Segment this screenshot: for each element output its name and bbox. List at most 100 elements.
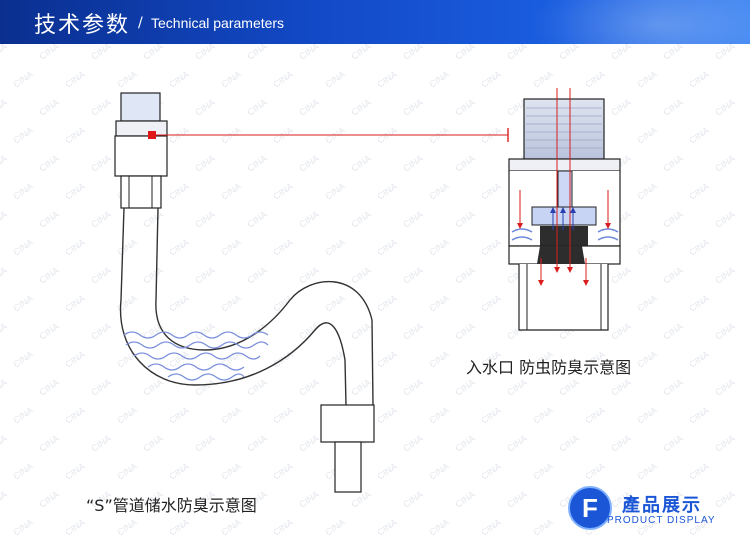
watermark-text: CINA — [89, 44, 112, 62]
watermark-text: CINA — [167, 349, 190, 370]
watermark-text: CINA — [713, 44, 736, 62]
watermark-text: CINA — [401, 265, 424, 286]
watermark-text: CINA — [427, 181, 450, 202]
watermark-text: CINA — [401, 489, 424, 510]
watermark-text: CINA — [193, 433, 216, 454]
watermark-text: CINA — [635, 461, 658, 482]
product-display-badge: F — [568, 486, 612, 530]
pipe-outlet-sleeve — [320, 404, 375, 443]
watermark-text: CINA — [219, 69, 242, 90]
watermark-text: CINA — [271, 461, 294, 482]
watermark-text: CINA — [713, 97, 736, 118]
watermark-text: CINA — [89, 153, 112, 174]
watermark-text: CINA — [271, 69, 294, 90]
tube-outer-line — [119, 207, 347, 406]
watermark-text: CINA — [63, 461, 86, 482]
watermark-text: CINA — [193, 377, 216, 398]
watermark-text: CINA — [193, 153, 216, 174]
watermark-text: CINA — [115, 237, 138, 258]
watermark-text: CINA — [375, 517, 398, 538]
watermark-text: CINA — [531, 69, 554, 90]
watermark-text: CINA — [11, 293, 34, 314]
valve-disc — [531, 206, 597, 226]
watermark-text: CINA — [89, 97, 112, 118]
watermark-text: CINA — [219, 237, 242, 258]
watermark-text: CINA — [583, 461, 606, 482]
watermark-text: CINA — [479, 237, 502, 258]
watermark-text: CINA — [427, 293, 450, 314]
pipe-coupling — [115, 120, 168, 137]
watermark-text: CINA — [141, 265, 164, 286]
watermark-text: CINA — [89, 377, 112, 398]
watermark-text: CINA — [115, 461, 138, 482]
watermark-text: CINA — [63, 181, 86, 202]
watermark-text: CINA — [401, 433, 424, 454]
watermark-text: CINA — [479, 69, 502, 90]
inlet-top-housing — [523, 98, 605, 160]
watermark-text: CINA — [11, 461, 34, 482]
watermark-text: CINA — [0, 209, 9, 230]
product-display-title-en: PRODUCT DISPLAY — [607, 515, 716, 526]
watermark-text: CINA — [583, 405, 606, 426]
watermark-text: CINA — [37, 153, 60, 174]
watermark-text: CINA — [37, 489, 60, 510]
inlet-cross-section — [508, 88, 621, 331]
watermark-text: CINA — [193, 44, 216, 62]
watermark-text: CINA — [11, 125, 34, 146]
watermark-text: CINA — [63, 349, 86, 370]
watermark-text: CINA — [63, 69, 86, 90]
watermark-text: CINA — [219, 181, 242, 202]
watermark-text: CINA — [661, 209, 684, 230]
watermark-text: CINA — [323, 69, 346, 90]
watermark-text: CINA — [661, 377, 684, 398]
watermark-text: CINA — [63, 405, 86, 426]
watermark-text: CINA — [635, 293, 658, 314]
watermark-text: CINA — [453, 44, 476, 62]
watermark-text: CINA — [0, 265, 9, 286]
watermark-text: CINA — [401, 377, 424, 398]
header-shine — [530, 0, 750, 44]
watermark-text: CINA — [37, 209, 60, 230]
watermark-text: CINA — [505, 489, 528, 510]
watermark-text: CINA — [687, 125, 710, 146]
watermark-text: CINA — [11, 69, 34, 90]
watermark-text: CINA — [375, 349, 398, 370]
watermark-text: CINA — [453, 433, 476, 454]
watermark-text: CINA — [453, 209, 476, 230]
pipe-top-cap — [120, 92, 161, 122]
watermark-text: CINA — [557, 44, 580, 62]
header-bar: 技术参数 / Technical parameters — [0, 0, 750, 44]
watermark-text: CINA — [349, 321, 372, 342]
watermark-text: CINA — [271, 293, 294, 314]
watermark-text: CINA — [0, 44, 9, 62]
watermark-text: CINA — [505, 377, 528, 398]
watermark-text: CINA — [453, 265, 476, 286]
watermark-text: CINA — [63, 293, 86, 314]
watermark-text: CINA — [349, 153, 372, 174]
watermark-text: CINA — [427, 69, 450, 90]
watermark-text: CINA — [115, 349, 138, 370]
watermark-text: CINA — [297, 97, 320, 118]
watermark-text: CINA — [245, 153, 268, 174]
watermark-text: CINA — [11, 405, 34, 426]
watermark-text: CINA — [167, 461, 190, 482]
watermark-text: CINA — [427, 405, 450, 426]
watermark-text: CINA — [63, 125, 86, 146]
page-title-en: Technical parameters — [151, 15, 285, 31]
watermark-text: CINA — [141, 433, 164, 454]
watermark-text: CINA — [193, 97, 216, 118]
watermark-text: CINA — [401, 321, 424, 342]
watermark-text: CINA — [141, 44, 164, 62]
watermark-text: CINA — [89, 321, 112, 342]
watermark-text: CINA — [167, 405, 190, 426]
watermark-text: CINA — [661, 321, 684, 342]
watermark-text: CINA — [297, 489, 320, 510]
watermark-text: CINA — [427, 517, 450, 538]
inlet-caption: 入水口 防虫防臭示意图 — [466, 358, 632, 377]
watermark-text: CINA — [349, 265, 372, 286]
watermark-text: CINA — [245, 321, 268, 342]
watermark-text: CINA — [375, 237, 398, 258]
watermark-text: CINA — [63, 517, 86, 538]
